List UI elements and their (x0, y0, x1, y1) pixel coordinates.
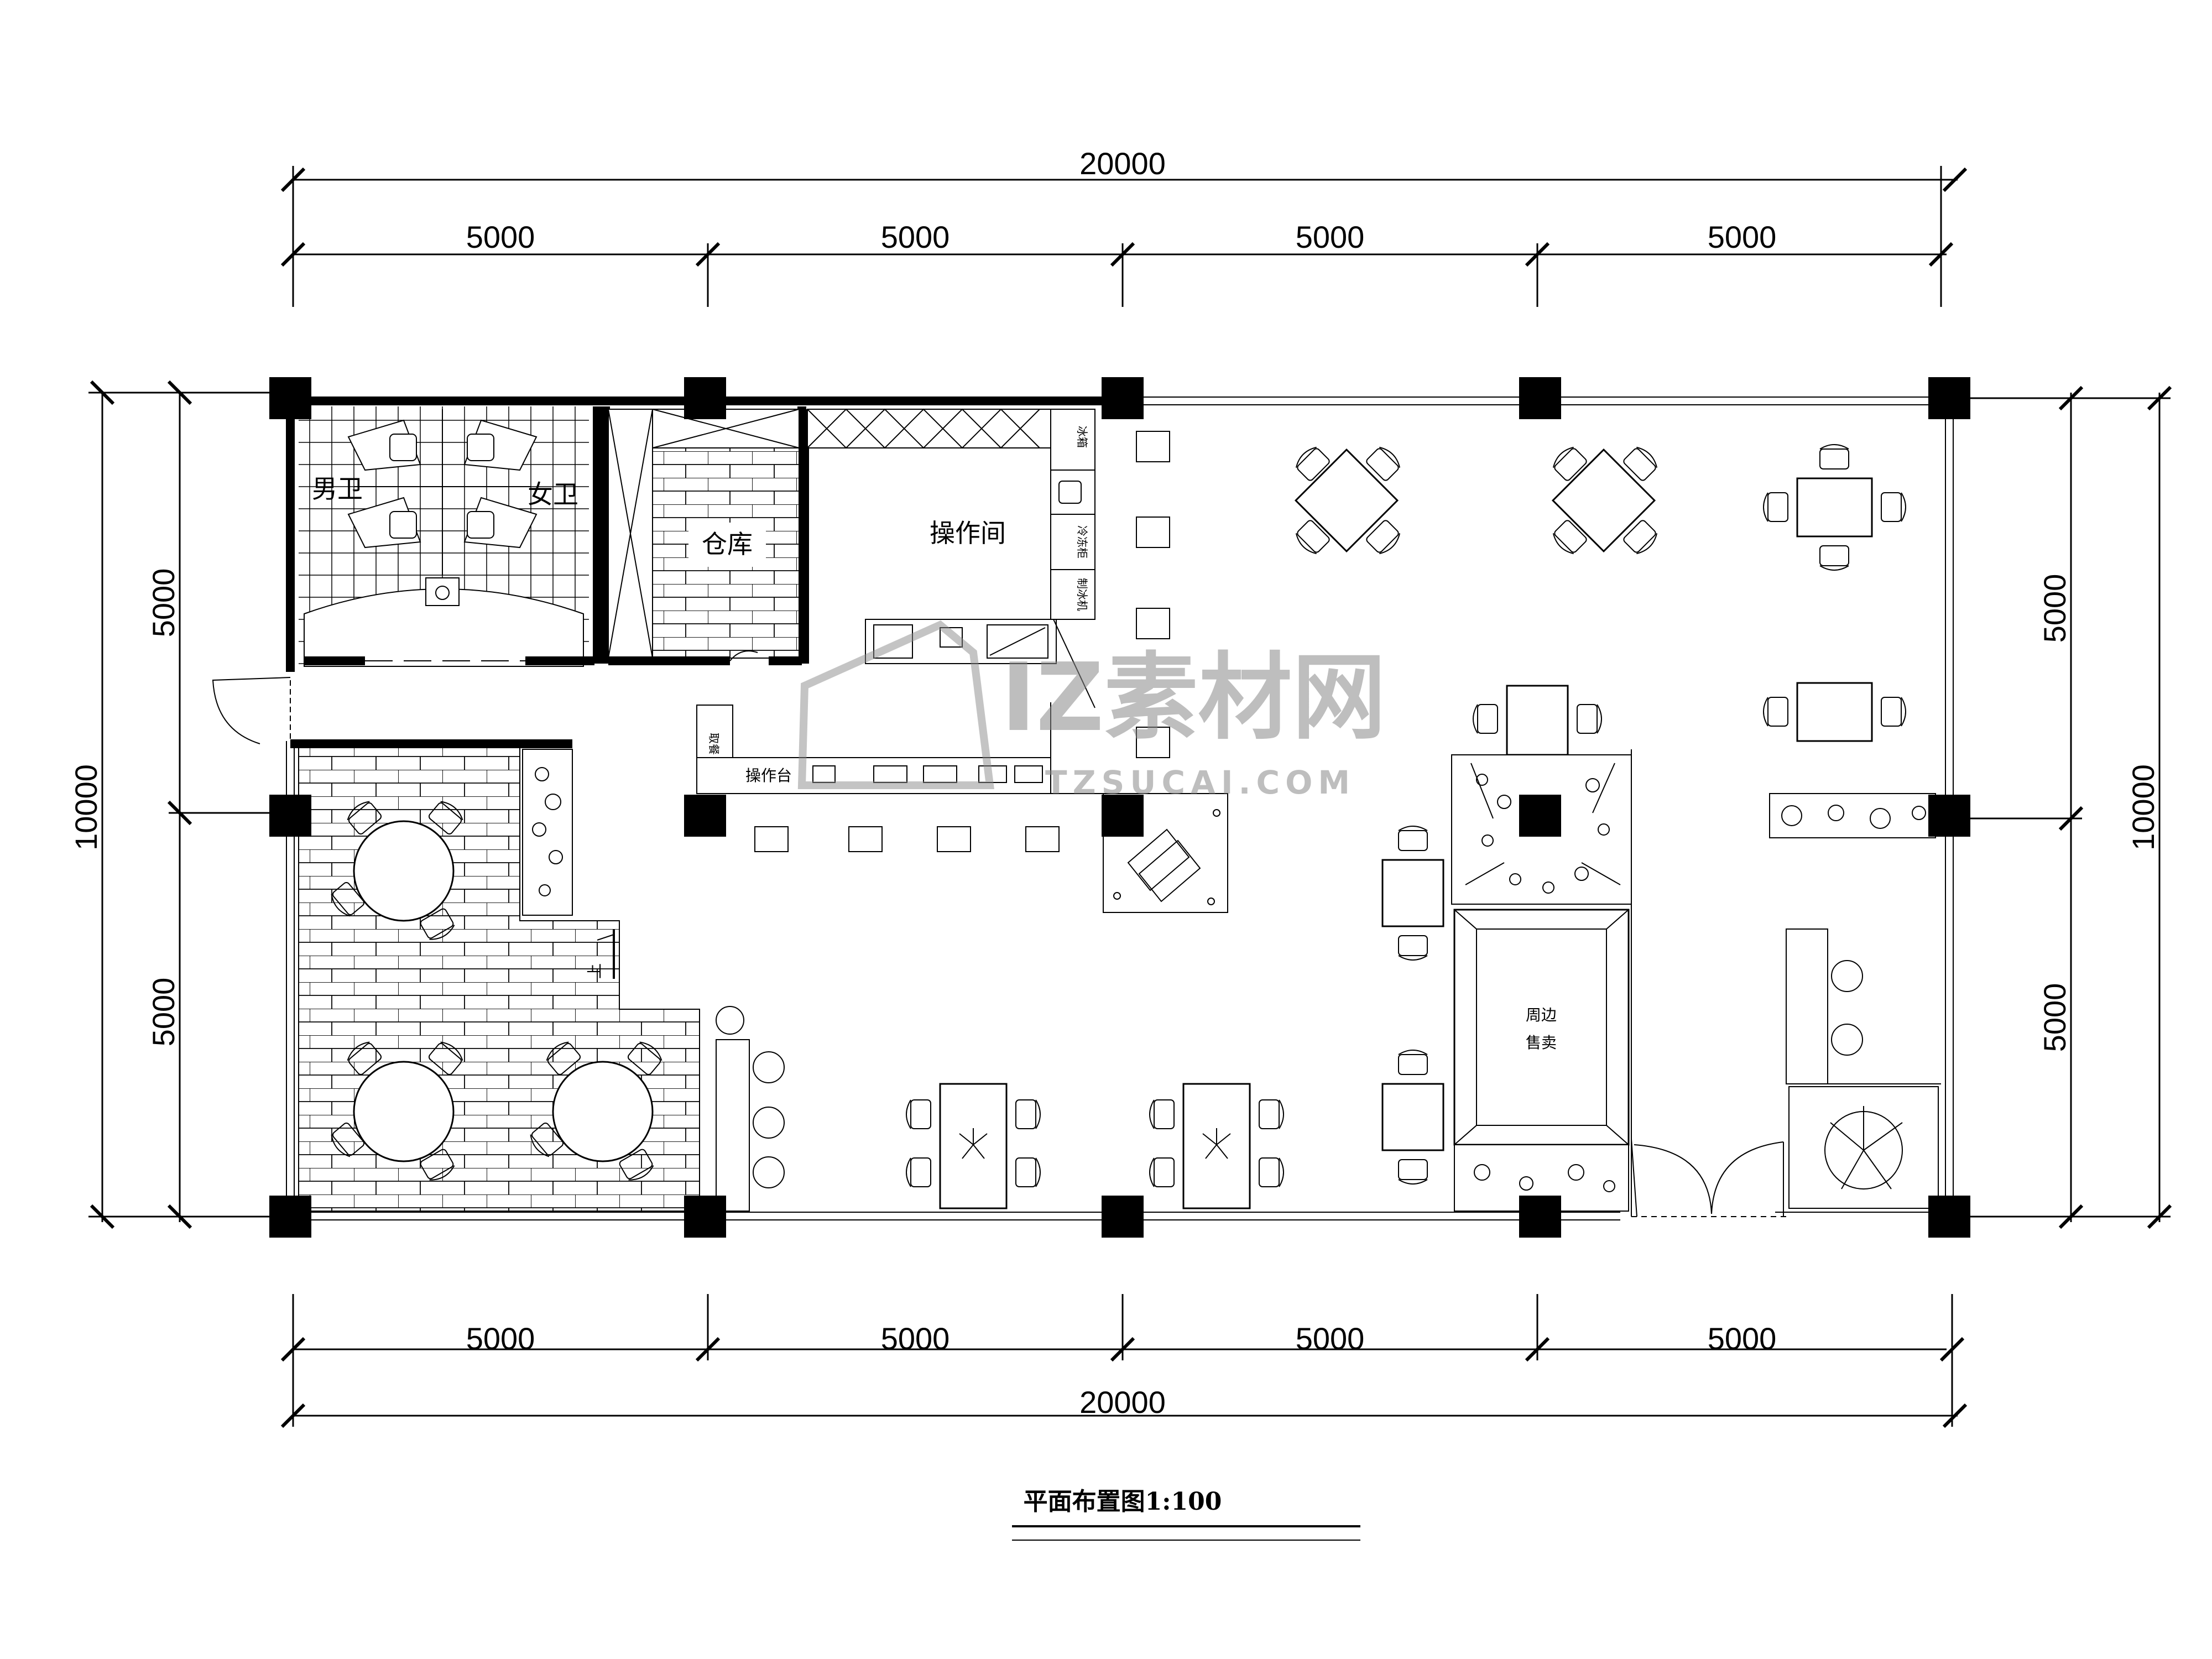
stool-icon (754, 826, 1060, 852)
top-seg-2: 5000 (881, 220, 950, 254)
bottom-seg-4: 5000 (1708, 1321, 1777, 1356)
plant-icon (959, 1128, 1231, 1159)
dining-table-icon (353, 820, 654, 1162)
bottom-seg-2: 5000 (881, 1321, 950, 1356)
door-swing-icon (1631, 1139, 1786, 1217)
kitchen-room: 冰箱 冷冻柜 制冰机 操作间 (800, 408, 1095, 664)
bar-chairs-column (1136, 431, 1170, 758)
right-seg-1: 5000 (2037, 574, 2072, 643)
plant-icon (532, 767, 563, 896)
left-dining-area: 上 (290, 739, 700, 1212)
toilet-icon (347, 419, 538, 606)
fridge-label: 冰箱 (1076, 426, 1089, 448)
right-total-label: 10000 (2126, 764, 2161, 851)
freezer-label: 冷冻柜 (1076, 525, 1089, 559)
kitchen-label: 操作间 (930, 518, 1006, 548)
watermark-url: TZSUCAI.COM (1045, 764, 1355, 801)
top-total-label: 20000 (1079, 146, 1166, 181)
caption-text: 平面布置图1:100 (1024, 1488, 1222, 1516)
storage-room: 仓库 (601, 406, 806, 665)
left-seg-2: 5000 (146, 978, 181, 1047)
dimension-left: 10000 5000 5000 (69, 380, 288, 1229)
top-seg-1: 5000 (466, 220, 535, 254)
watermark-brand: IZ素材网 (1001, 643, 1386, 753)
dimension-bottom: 5000 5000 5000 5000 20000 (280, 1294, 1968, 1428)
storage-label: 仓库 (702, 529, 753, 559)
bottom-seg-3: 5000 (1296, 1321, 1365, 1356)
pickup-label: 取餐 (707, 733, 721, 755)
dimension-top: 20000 5000 5000 5000 5000 (280, 146, 1968, 307)
top-seg-4: 5000 (1708, 220, 1777, 254)
bar-seating (716, 1006, 785, 1212)
retail-label-1: 周边 (1526, 1006, 1557, 1024)
ice-machine-label: 制冰机 (1076, 578, 1089, 611)
top-seg-3: 5000 (1296, 220, 1365, 254)
watermark: IZ素材网 TZSUCAI.COM (797, 620, 1386, 801)
drawing-caption: 平面布置图1:100 (1012, 1488, 1360, 1541)
womens-restroom-label: 女卫 (528, 479, 578, 509)
left-total-label: 10000 (69, 764, 103, 851)
right-seg-2: 5000 (2037, 983, 2072, 1052)
counter-label: 操作台 (745, 766, 792, 785)
left-seg-1: 5000 (146, 568, 181, 638)
right-side-fixtures (1769, 793, 1941, 1209)
dining-table-icon (939, 448, 1873, 1209)
dimension-right: 5000 5000 10000 (1958, 385, 2172, 1229)
stairs-up-label: 上 (586, 963, 604, 979)
restroom-block: 男卫 女卫 (299, 406, 602, 667)
mens-restroom-label: 男卫 (312, 474, 363, 504)
retail-label-2: 售卖 (1526, 1034, 1557, 1052)
bottom-seg-1: 5000 (466, 1321, 535, 1356)
bottom-total-label: 20000 (1079, 1385, 1166, 1420)
door-swing-icon (212, 677, 291, 744)
